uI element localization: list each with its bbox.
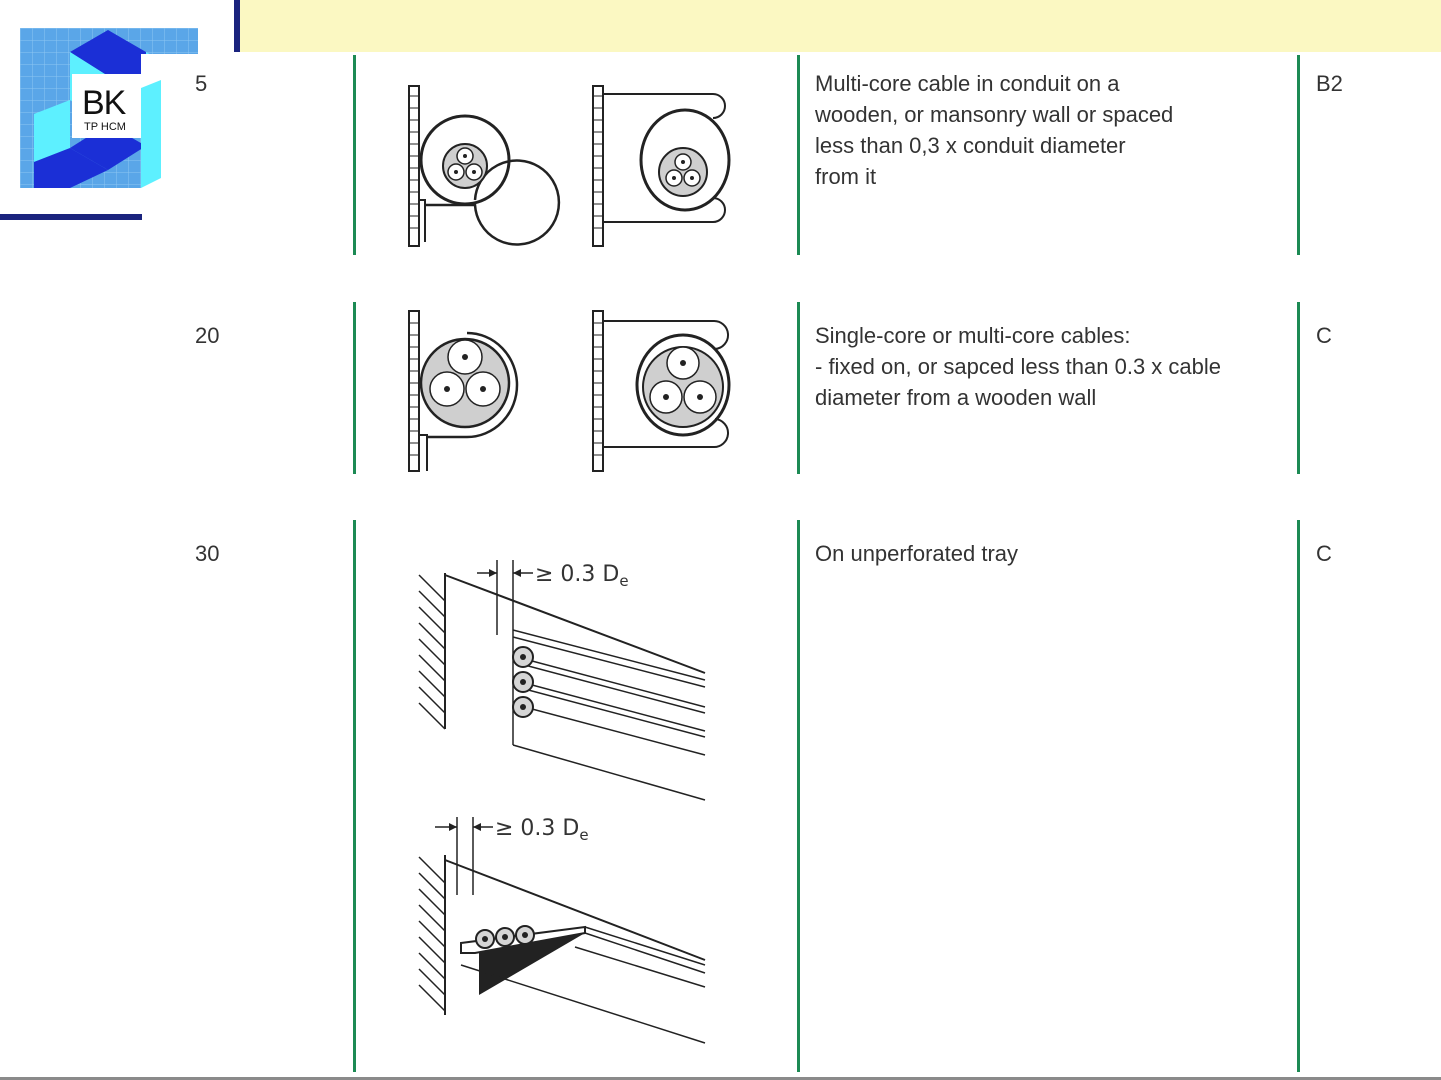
header-bar bbox=[240, 0, 1441, 52]
header-divider bbox=[234, 0, 240, 52]
description-line: less than 0,3 x conduit diameter bbox=[815, 130, 1285, 161]
description-line: Multi-core cable in conduit on a bbox=[815, 68, 1285, 99]
column-line bbox=[353, 302, 356, 474]
column-line bbox=[353, 55, 356, 255]
description-line: Single-core or multi-core cables: bbox=[815, 320, 1285, 351]
description-line: from it bbox=[815, 161, 1285, 192]
row-method: C bbox=[1316, 543, 1332, 565]
description-line: diameter from a wooden wall bbox=[815, 382, 1285, 413]
hatched-wall-upper bbox=[419, 573, 445, 729]
hatched-wall-lower bbox=[419, 855, 445, 1015]
wall-strip-left bbox=[409, 311, 419, 471]
cable-bundle-upper bbox=[513, 630, 705, 800]
figure-conduit-on-wall bbox=[395, 80, 745, 255]
logo-text: BK bbox=[82, 86, 125, 120]
description-line: - fixed on, or sapced less than 0.3 x ca… bbox=[815, 351, 1285, 382]
row-ref: 20 bbox=[195, 325, 219, 347]
row-description: Single-core or multi-core cables: - fixe… bbox=[815, 320, 1285, 413]
column-line bbox=[797, 520, 800, 1072]
column-line bbox=[1297, 55, 1300, 255]
dimension-label: ≥ 0.3 De bbox=[535, 562, 629, 590]
wall-strip-right bbox=[593, 311, 603, 471]
logo-underline bbox=[0, 214, 142, 220]
row-method: B2 bbox=[1316, 73, 1343, 95]
column-line bbox=[1297, 302, 1300, 474]
description-line: On unperforated tray bbox=[815, 538, 1285, 569]
description-line: wooden, or mansonry wall or spaced bbox=[815, 99, 1285, 130]
figure-cables-on-wall bbox=[395, 305, 745, 477]
column-line bbox=[797, 302, 800, 474]
row-description: On unperforated tray bbox=[815, 538, 1285, 569]
logo-subtext: TP HCM bbox=[84, 122, 126, 133]
bk-logo: BK TP HCM bbox=[20, 28, 200, 190]
wall-strip-left bbox=[409, 86, 419, 246]
tray-lower bbox=[461, 926, 705, 1043]
column-line bbox=[797, 55, 800, 255]
column-line bbox=[353, 520, 356, 1072]
column-line bbox=[1297, 520, 1300, 1072]
wall-strip-right bbox=[593, 86, 603, 246]
row-description: Multi-core cable in conduit on a wooden,… bbox=[815, 68, 1285, 192]
figure-unperforated-tray: ≥ 0.3 De ≥ 0.3 De bbox=[405, 555, 725, 1055]
dimension-label: ≥ 0.3 De bbox=[495, 816, 589, 844]
row-ref: 5 bbox=[195, 73, 207, 95]
row-ref: 30 bbox=[195, 543, 219, 565]
row-method: C bbox=[1316, 325, 1332, 347]
